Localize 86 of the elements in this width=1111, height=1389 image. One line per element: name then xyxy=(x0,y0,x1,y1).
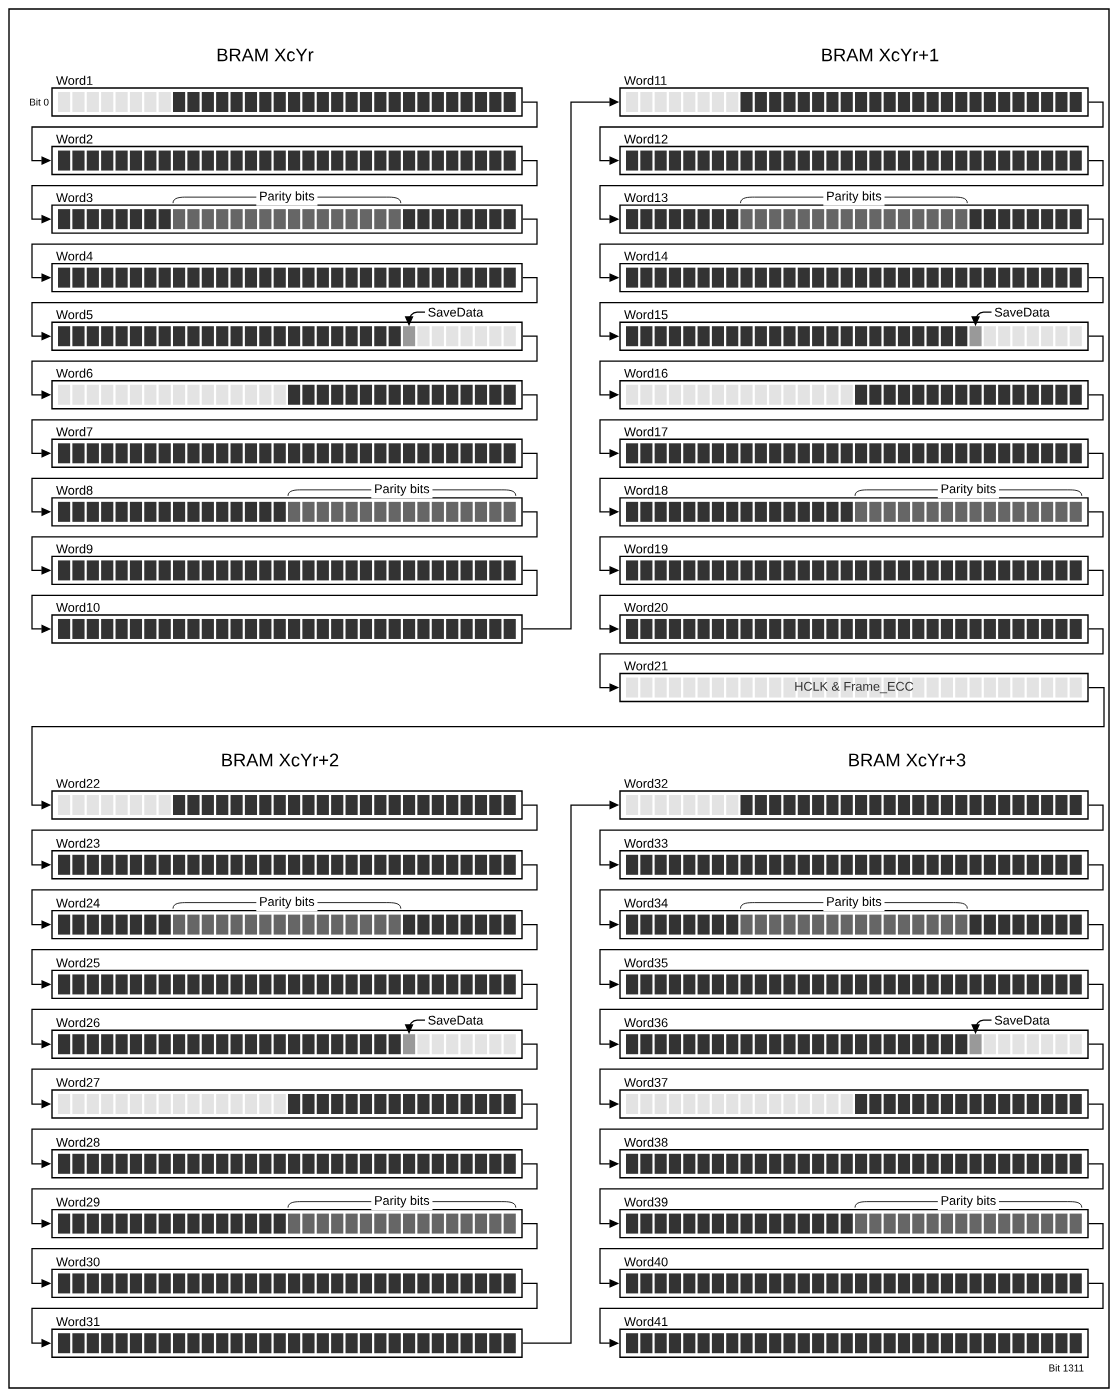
word-label: Word13 xyxy=(624,192,668,203)
register-box: HCLK & Frame_ECC xyxy=(619,672,1089,703)
word-label: Word1 xyxy=(56,75,93,85)
bracket-label: Parity bits xyxy=(371,1192,433,1211)
word-label: Word16 xyxy=(624,368,668,378)
word-label: Word7 xyxy=(56,426,93,437)
word-label: Word18 xyxy=(624,485,668,495)
word-label: Word38 xyxy=(624,1137,668,1147)
arrow xyxy=(31,923,538,989)
section-title: BRAM XcYr+3 xyxy=(849,753,966,767)
word-label: Word17 xyxy=(624,426,668,437)
word-label: Word3 xyxy=(56,192,93,203)
word-label: Word2 xyxy=(56,134,93,144)
section-title: BRAM XcYr xyxy=(217,48,314,62)
word-label: Word11 xyxy=(624,75,667,85)
bracket-label: Parity bits xyxy=(256,188,318,206)
leader-text: SaveData xyxy=(994,1015,1050,1025)
word-label: Word21 xyxy=(624,661,668,671)
arrow xyxy=(31,394,538,458)
word-label: Word10 xyxy=(56,602,100,612)
arrow xyxy=(31,983,538,1049)
word-label: Word41 xyxy=(624,1316,668,1327)
word-label: Word12 xyxy=(624,134,668,144)
arrow xyxy=(31,1163,538,1228)
word-label: Word24 xyxy=(56,898,100,908)
arrow xyxy=(599,101,1104,165)
word-label: Word22 xyxy=(56,778,100,788)
word-label: Word33 xyxy=(624,838,668,848)
arrow xyxy=(599,1043,1104,1109)
arrow xyxy=(599,923,1104,989)
word-label: Word19 xyxy=(624,544,668,554)
word-label: Word31 xyxy=(56,1316,100,1327)
arrow xyxy=(31,1222,538,1288)
word-label: Word28 xyxy=(56,1137,100,1147)
arrow xyxy=(31,511,538,575)
word-label: Word40 xyxy=(624,1257,668,1267)
leader-text: SaveData xyxy=(428,1015,484,1025)
word-label: Word35 xyxy=(624,958,668,968)
word-label: Word5 xyxy=(56,309,93,320)
bracket-label: Parity bits xyxy=(256,893,318,912)
arrow xyxy=(31,1043,538,1109)
word-label: Word20 xyxy=(624,602,668,612)
word-label: Word8 xyxy=(56,485,93,495)
word-label: Word6 xyxy=(56,368,93,378)
word-label: Word26 xyxy=(56,1017,100,1028)
word-label: Word32 xyxy=(624,778,668,788)
arrow xyxy=(31,101,538,165)
word-label: Word37 xyxy=(624,1077,668,1087)
word-label: Word36 xyxy=(624,1017,668,1028)
bracket-label: Parity bits xyxy=(823,188,885,206)
word-label: Word9 xyxy=(56,544,93,554)
arrow xyxy=(31,864,538,929)
bracket-label: Parity bits xyxy=(937,1192,999,1211)
leader-text: SaveData xyxy=(428,307,484,317)
bit-label: Bit 0 xyxy=(30,98,49,106)
bracket-label: Parity bits xyxy=(371,481,433,499)
word-label: Word15 xyxy=(624,309,668,320)
arrow xyxy=(599,864,1104,929)
word-label: Word14 xyxy=(624,251,668,261)
arrow xyxy=(599,159,1104,224)
word-label: Word39 xyxy=(624,1197,668,1207)
word-label: Word25 xyxy=(56,958,100,968)
section-title: BRAM XcYr+2 xyxy=(222,753,339,767)
word-label: Word27 xyxy=(56,1077,100,1087)
arrow xyxy=(599,628,1104,692)
word-label: Word23 xyxy=(56,838,100,848)
arrow xyxy=(599,394,1104,458)
arrow xyxy=(599,1163,1104,1228)
arrow xyxy=(599,983,1104,1049)
arrow xyxy=(31,686,1105,810)
bit-label: Bit 1311 xyxy=(1049,1364,1084,1372)
arrow xyxy=(599,277,1104,341)
leader-text: SaveData xyxy=(994,307,1050,317)
arrow xyxy=(599,511,1104,575)
bracket-label: Parity bits xyxy=(937,481,999,499)
arrow xyxy=(31,277,538,341)
word-label: Word34 xyxy=(624,898,668,908)
section-title: BRAM XcYr+1 xyxy=(822,48,939,62)
word-label: Word29 xyxy=(56,1197,100,1207)
bracket-label: Parity bits xyxy=(823,893,885,912)
arrow xyxy=(599,1282,1104,1348)
arrow xyxy=(31,159,538,224)
word-label: Word30 xyxy=(56,1257,100,1267)
word-label: Word4 xyxy=(56,251,93,261)
arrow xyxy=(31,1282,538,1348)
arrow xyxy=(599,1222,1104,1288)
